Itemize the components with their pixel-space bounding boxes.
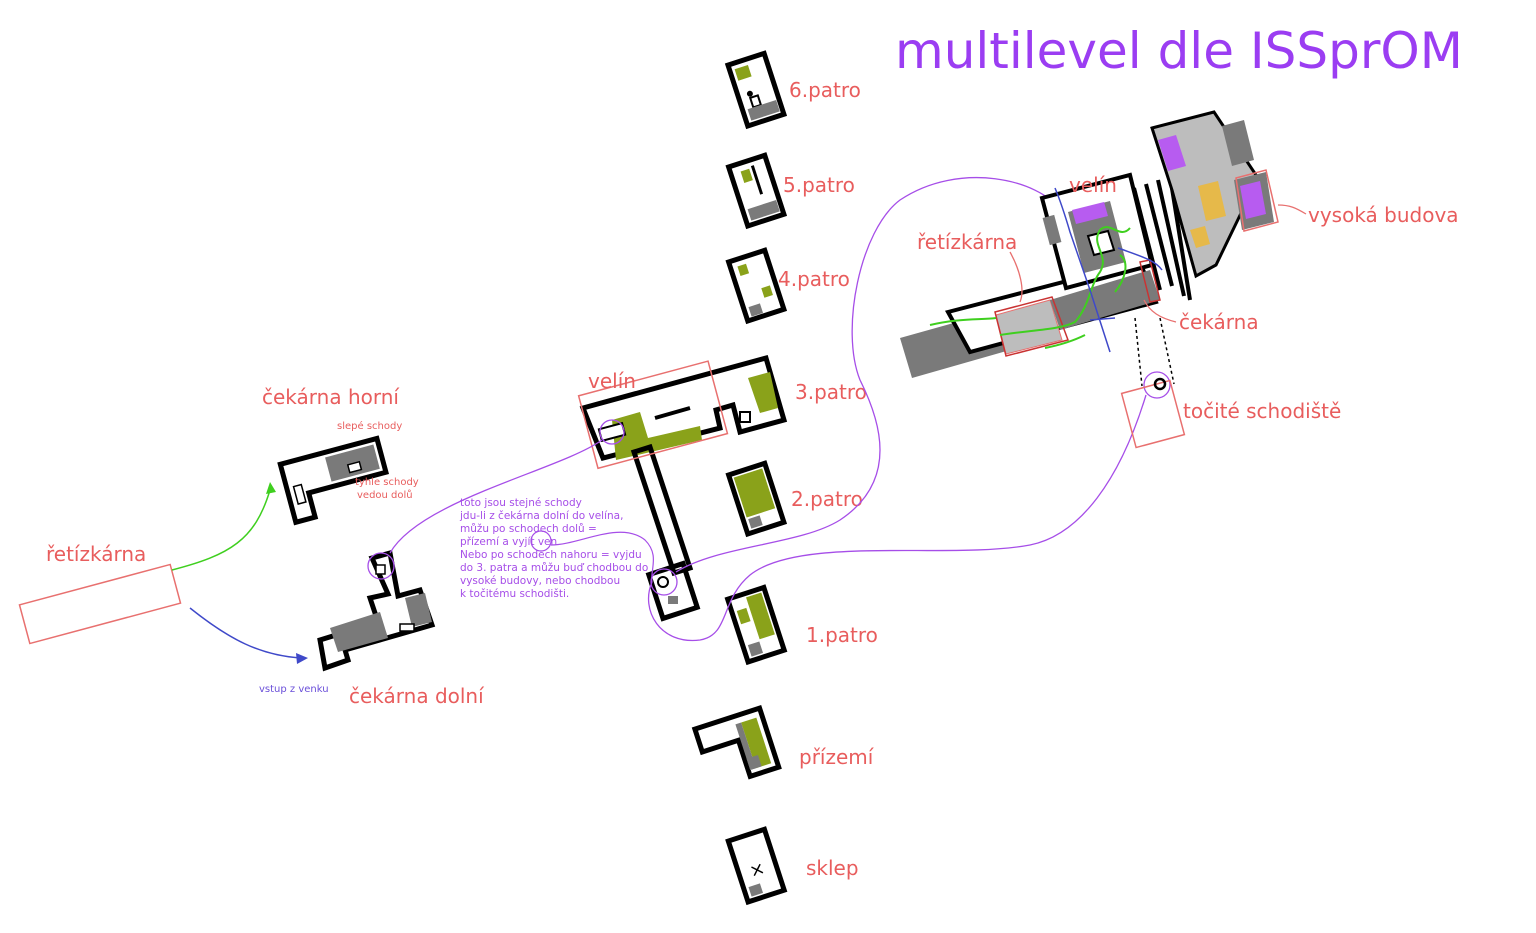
svg-text:k točitému schodišti.: k točitému schodišti. (460, 588, 569, 600)
floor-5-plan (725, 152, 788, 230)
stairs-note-block: toto jsou stejné schody jdu-li z čekárna… (459, 497, 648, 600)
stairs-circle-velin (599, 419, 625, 445)
blind-stairs-note: slepé schody (337, 420, 402, 432)
green-arrow-head (266, 482, 276, 494)
chain-room-label-right: řetízkárna (917, 230, 1017, 254)
floor-ground-label: přízemí (799, 745, 875, 769)
floor-3-plan (577, 354, 788, 622)
velin-label-left: velín (588, 369, 636, 393)
svg-text:do 3. patra a můžu buď chodbou: do 3. patra a můžu buď chodbou do (460, 562, 648, 574)
floor-ground-plan (691, 704, 782, 780)
tall-building-label: vysoká budova (1308, 203, 1459, 227)
svg-text:×: × (747, 858, 768, 883)
floor-3-label: 3.patro (795, 380, 867, 404)
svg-text:jdu-li z čekárna dolní do velí: jdu-li z čekárna dolní do velína, (459, 510, 623, 522)
stairs-circle-lower-waiting (367, 552, 395, 580)
waiting-label-right: čekárna (1179, 310, 1259, 334)
entry-note: vstup z venku (259, 684, 329, 695)
floor-2-plan (725, 460, 788, 538)
spiral-stairs-circle (1143, 371, 1171, 399)
floor-basement-plan: × (725, 826, 788, 906)
tall-building-leader-line (1277, 204, 1307, 215)
green-arrow-path (171, 489, 271, 571)
stairs-circle-3rd-floor (650, 568, 678, 596)
floor-4-plan (725, 247, 788, 325)
svg-text:přízemí a vyjít ven: přízemí a vyjít ven (460, 536, 557, 548)
lower-waiting-label: čekárna dolní (349, 684, 485, 708)
purple-link-velin-right (675, 177, 1061, 573)
spiral-stairs-label: točité schodiště (1183, 399, 1341, 423)
floor-6-plan (724, 50, 788, 130)
svg-text:vysoké budovy, nebo chodbou: vysoké budovy, nebo chodbou (460, 575, 620, 587)
floor-2-label: 2.patro (791, 487, 863, 511)
svg-text:toto jsou stejné schody: toto jsou stejné schody (460, 497, 582, 509)
floor-1-plan (724, 584, 788, 666)
floor-5-label: 5.patro (783, 173, 855, 197)
floor-1-label: 1.patro (806, 623, 878, 647)
right-building-plan (900, 110, 1279, 449)
upper-waiting-plan (277, 435, 390, 526)
upper-waiting-label: čekárna horní (262, 385, 400, 409)
purple-link-velin-spiral (647, 394, 1147, 642)
lower-waiting-plan (317, 549, 436, 672)
svg-text:Nebo po schodech nahoru = vyjd: Nebo po schodech nahoru = vyjdu (460, 549, 642, 561)
chain-room-label-left: řetízkárna (46, 542, 146, 566)
page-title: multilevel dle ISSprOM (895, 22, 1463, 80)
floor-6-label: 6.patro (789, 78, 861, 102)
svg-text:můžu po schodech dolů =: můžu po schodech dolů = (460, 523, 597, 535)
chain-room-box-left (18, 563, 182, 645)
blue-arrow-head (296, 653, 308, 664)
green-route-right (929, 226, 1131, 349)
purple-link-note (550, 531, 654, 583)
floor-basement-label: sklep (806, 856, 859, 880)
velin-label-right: velín (1069, 173, 1117, 197)
ven-highlight-circle (530, 530, 552, 552)
floor-4-label: 4.patro (778, 267, 850, 291)
blue-route-right (1054, 187, 1163, 353)
stairs-down-note-2: vedou dolů (357, 489, 413, 501)
blue-arrow-path (189, 607, 301, 659)
purple-link-waiting-velin (389, 439, 603, 554)
stairs-down-note-1: tyhle schody (355, 477, 419, 488)
waiting-leader-line (1143, 299, 1177, 323)
chain-leader-line (1009, 251, 1023, 303)
